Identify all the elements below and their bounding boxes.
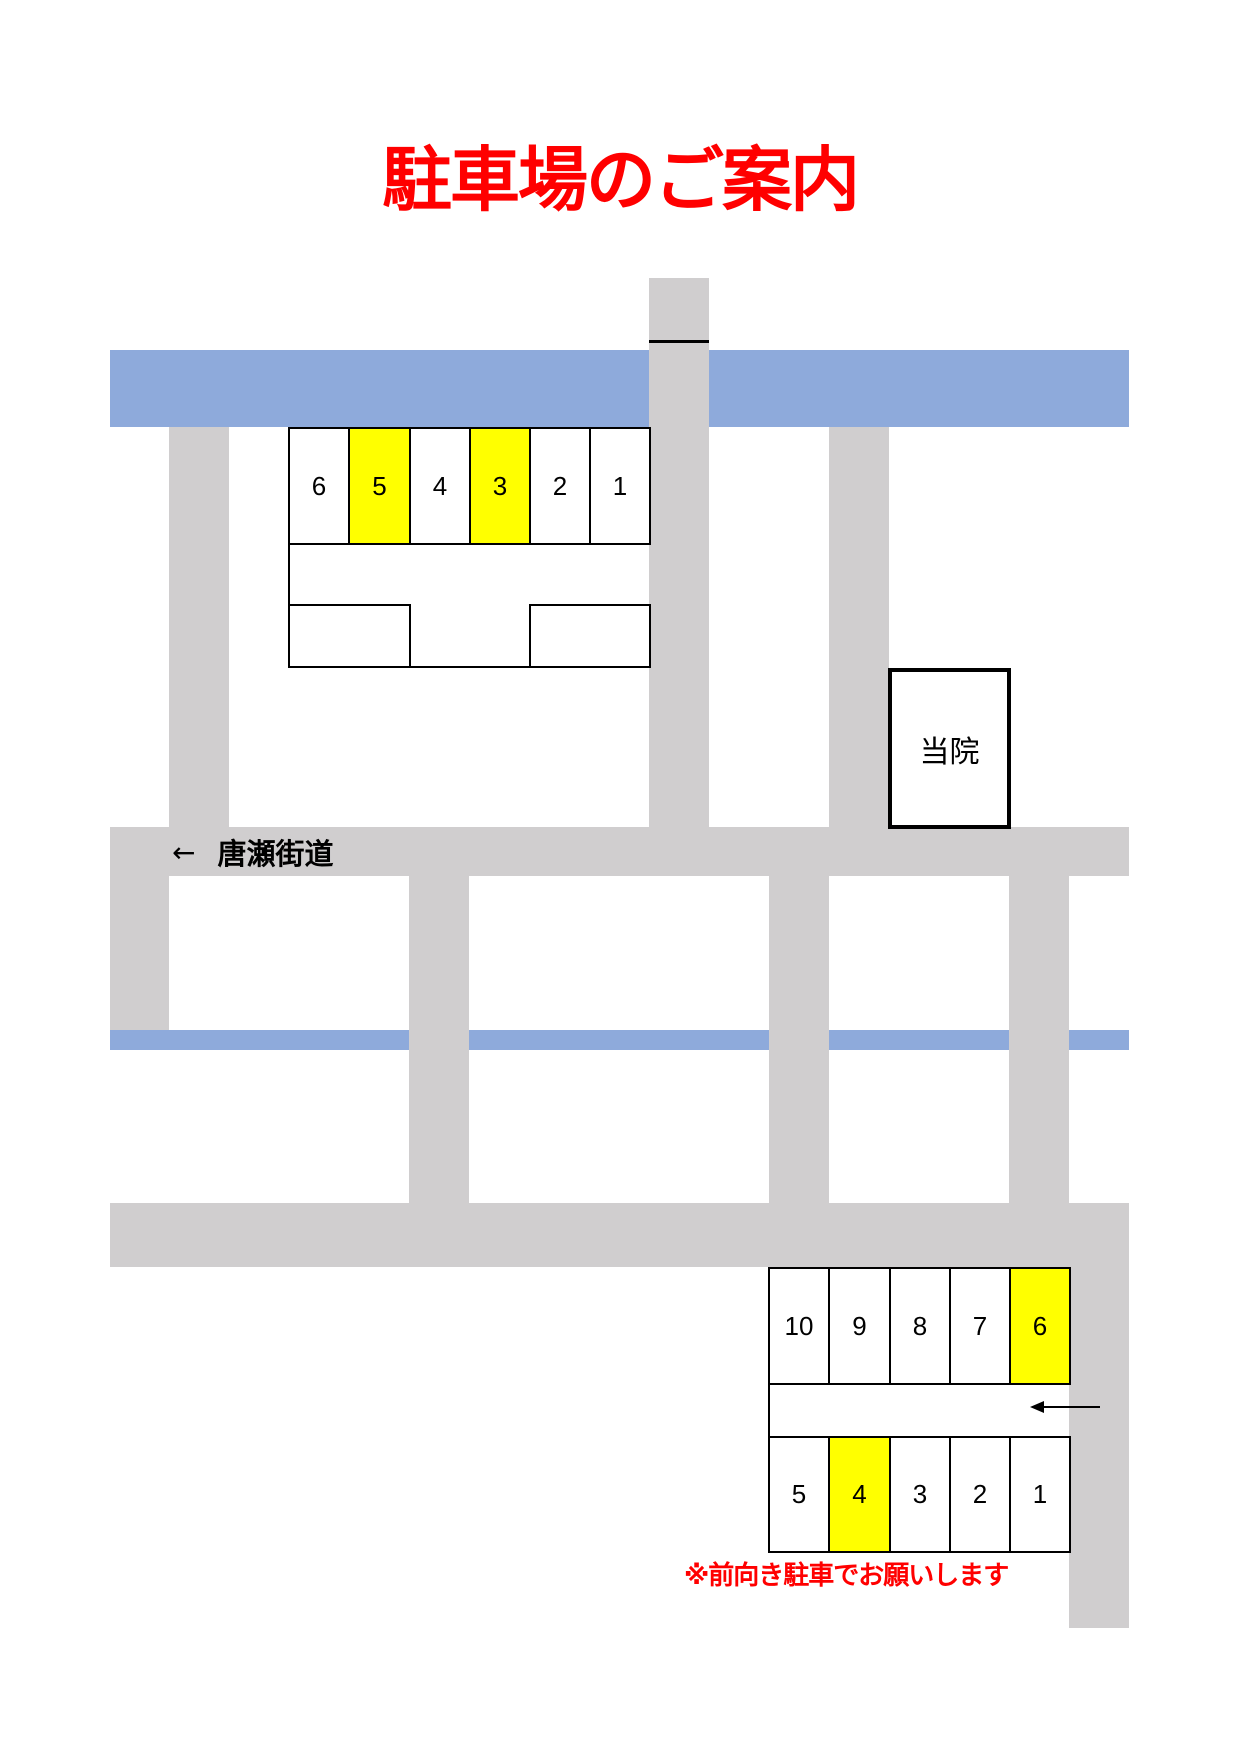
page-title: 駐車場のご案内 — [382, 139, 860, 221]
lot-south-aisle-left-edge — [768, 1383, 770, 1438]
river-north — [110, 350, 1129, 427]
road-vertical-2 — [409, 876, 469, 1203]
road-left-upper — [169, 427, 229, 827]
stall-number: 3 — [912, 1479, 928, 1509]
road-name: 唐瀬街道 — [217, 837, 334, 871]
road-right-upper — [829, 427, 889, 827]
stall-number: 1 — [612, 470, 628, 501]
parking-stall[interactable]: 10 — [768, 1267, 830, 1385]
stall-number: 2 — [972, 1479, 988, 1509]
parking-note: ※前向き駐車でお願いします — [684, 1561, 1009, 1591]
clinic-building: 当院 — [888, 668, 1011, 829]
road-vertical-4 — [1009, 876, 1069, 1203]
parking-stall[interactable]: 7 — [949, 1267, 1011, 1385]
arrow-left-icon: ← — [172, 835, 196, 869]
stall-number: 8 — [912, 1310, 928, 1341]
lot-north-space-left — [288, 604, 411, 668]
parking-stall-highlighted[interactable]: 4 — [828, 1436, 891, 1553]
road-vertical-3 — [769, 876, 829, 1203]
stall-number: 9 — [852, 1310, 867, 1341]
parking-stall[interactable]: 1 — [589, 427, 651, 545]
road-south-horizontal — [110, 1203, 1129, 1267]
road-right-lower — [1069, 1267, 1129, 1628]
road-central-vertical — [649, 278, 709, 876]
parking-stall[interactable]: 2 — [529, 427, 591, 545]
stall-number: 10 — [784, 1310, 814, 1341]
parking-stall[interactable]: 2 — [949, 1436, 1011, 1553]
lot-north-aisle-bottom-edge — [288, 666, 651, 668]
parking-stall-highlighted[interactable]: 5 — [348, 427, 411, 545]
stall-number: 5 — [372, 470, 387, 501]
stall-number: 4 — [432, 470, 448, 501]
road-label: ← 唐瀬街道 — [172, 832, 333, 872]
stall-number: 6 — [1032, 1310, 1048, 1341]
parking-stall-highlighted[interactable]: 3 — [469, 427, 531, 545]
stall-number: 5 — [791, 1479, 807, 1509]
road-barrier-line — [649, 340, 709, 343]
parking-stall[interactable]: 5 — [768, 1436, 830, 1553]
stall-number: 1 — [1032, 1479, 1048, 1509]
stall-number: 3 — [492, 470, 508, 501]
stall-number: 7 — [972, 1310, 988, 1341]
river-south — [110, 1030, 1129, 1050]
road-left-stub — [110, 876, 169, 1030]
parking-stall[interactable]: 8 — [889, 1267, 951, 1385]
stall-number: 2 — [552, 470, 568, 501]
stall-number: 6 — [311, 470, 327, 501]
parking-stall[interactable]: 4 — [409, 427, 471, 545]
parking-stall[interactable]: 3 — [889, 1436, 951, 1553]
road-karase-kaido — [110, 827, 1129, 876]
lot-north-space-right — [529, 604, 651, 668]
clinic-label: 当院 — [919, 734, 980, 770]
parking-stall[interactable]: 9 — [828, 1267, 891, 1385]
parking-stall[interactable]: 1 — [1009, 1436, 1071, 1553]
parking-stall-highlighted[interactable]: 6 — [1009, 1267, 1071, 1385]
parking-stall[interactable]: 6 — [288, 427, 350, 545]
stall-number: 4 — [852, 1479, 867, 1509]
